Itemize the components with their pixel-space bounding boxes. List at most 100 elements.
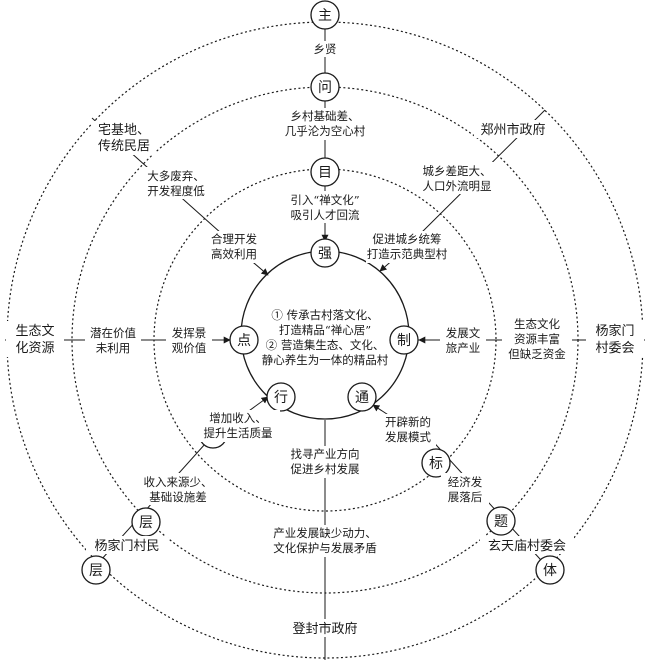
node-zhu-label: 主 xyxy=(318,8,332,24)
node-dian-label: 点 xyxy=(237,333,251,349)
label-urban-gap-2: 人口外流明显 xyxy=(423,179,492,193)
label-new-mode: 开辟新的 发展模式 xyxy=(380,414,436,446)
node-biao: 标 xyxy=(421,448,451,478)
label-homestead-1: 宅基地、 xyxy=(98,123,150,138)
label-landscape-1: 发挥景 xyxy=(172,326,207,340)
label-lack-power-1: 产业发展缺少动力、 xyxy=(273,526,377,540)
label-industry-dir: 找寻产业方向 促进乡村发展 xyxy=(279,446,371,478)
label-promote-urban-1: 促进城乡统筹 xyxy=(373,232,442,246)
node-ti2-label: 体 xyxy=(543,563,557,579)
label-homestead: 宅基地、 传统民居 xyxy=(92,121,156,155)
label-econ-lag-2: 展落后 xyxy=(448,490,483,504)
label-econ-lag-1: 经济发 xyxy=(448,475,483,489)
label-potential: 潜在价值 未利用 xyxy=(85,324,141,356)
label-yjm-committee-2: 村委会 xyxy=(595,341,634,356)
label-chan-culture-1: 引入“禅文化” xyxy=(290,193,359,207)
label-low-income-2: 基础设施差 xyxy=(149,490,207,504)
label-zhengzhou-text: 郑州市政府 xyxy=(480,122,545,138)
label-rational: 合理开发 高效利用 xyxy=(206,231,262,263)
node-zhi: 制 xyxy=(389,325,419,355)
label-urban-gap-1: 城乡差距大、 xyxy=(423,164,492,178)
label-develop-culture-2: 旅产业 xyxy=(446,341,481,355)
label-homestead-2: 传统民居 xyxy=(98,139,150,154)
label-xtm-committee: 玄天庙村委会 xyxy=(480,536,574,554)
label-income: 增加收入、 提升生活质量 xyxy=(196,410,280,442)
label-yjm-committee: 杨家门 村委会 xyxy=(586,321,644,357)
label-xtm-committee-text: 玄天庙村委会 xyxy=(488,539,566,554)
node-wen-label: 问 xyxy=(318,80,332,96)
node-zhu: 主 xyxy=(310,0,340,30)
label-center-4: 静心养生为一体的精品村 xyxy=(262,353,389,367)
label-landscape-2: 观价值 xyxy=(172,341,207,355)
label-eco-resource: 生态文 化资源 xyxy=(6,321,64,357)
label-center-2: 打造精品“禅心居” xyxy=(279,323,371,337)
label-new-mode-2: 发展模式 xyxy=(385,430,431,444)
node-ti: 题 xyxy=(486,506,516,536)
label-promote-urban: 促进城乡统筹 打造示范典型村 xyxy=(366,231,448,263)
label-eco-rich: 生态文化 资源丰富 但缺乏资金 xyxy=(502,315,572,361)
node-mu-label: 目 xyxy=(318,165,332,181)
node-ceng-mid: 层 xyxy=(131,507,161,537)
label-low-income: 收入来源少、 基础设施差 xyxy=(140,473,216,505)
label-income-1: 增加收入、 xyxy=(209,411,267,425)
node-biao-label: 标 xyxy=(429,456,443,472)
label-xiangxian-text: 乡贤 xyxy=(314,42,337,56)
label-urban-gap: 城乡差距大、 人口外流明显 xyxy=(418,162,496,194)
label-rational-1: 合理开发 xyxy=(211,232,257,246)
label-eco-resource-1: 生态文 xyxy=(15,324,54,339)
label-develop-culture: 发展文 旅产业 xyxy=(440,324,486,356)
node-xing-label: 行 xyxy=(274,390,288,406)
label-yjm-villagers: 杨家门村民 xyxy=(86,536,168,554)
label-abandoned-2: 开发程度低 xyxy=(147,184,205,198)
node-ti2: 体 xyxy=(535,555,565,585)
label-lack-power-2: 文化保护与发展矛盾 xyxy=(273,541,377,555)
node-dian: 点 xyxy=(229,325,259,355)
label-potential-2: 未利用 xyxy=(96,341,131,355)
label-center-goals: ① 传承古村落文化、 打造精品“禅心居” ② 营造集生态、文化、 静心养生为一体… xyxy=(262,308,389,367)
label-landscape: 发挥景 观价值 xyxy=(166,324,212,356)
node-qiang-label: 强 xyxy=(318,246,332,262)
label-center-3: ② 营造集生态、文化、 xyxy=(266,338,385,352)
label-lack-power: 产业发展缺少动力、 文化保护与发展矛盾 xyxy=(266,525,384,557)
label-center-1: ① 传承古村落文化、 xyxy=(271,308,378,322)
label-income-2: 提升生活质量 xyxy=(204,426,273,440)
node-tong: 通 xyxy=(347,382,377,412)
label-econ-lag: 经济发 展落后 xyxy=(441,473,489,505)
label-eco-rich-3: 但缺乏资金 xyxy=(508,347,566,361)
label-industry-dir-1: 找寻产业方向 xyxy=(291,447,360,461)
label-low-income-1: 收入来源少、 xyxy=(144,475,213,489)
node-wen: 问 xyxy=(310,72,340,102)
label-rural-weak: 乡村基础差、 几乎沦为空心村 xyxy=(277,108,373,140)
label-yjm-villagers-text: 杨家门村民 xyxy=(94,538,159,554)
label-yjm-committee-1: 杨家门 xyxy=(595,323,634,339)
label-dengfeng-text: 登封市政府 xyxy=(292,621,357,637)
node-qiang: 强 xyxy=(310,238,340,268)
label-rational-2: 高效利用 xyxy=(211,247,257,261)
label-xiangxian: 乡贤 xyxy=(308,41,342,57)
node-ti-label: 题 xyxy=(494,514,508,530)
label-chan-culture: 引入“禅文化” 吸引人才回流 xyxy=(281,191,369,223)
label-promote-urban-2: 打造示范典型村 xyxy=(367,247,448,261)
node-ceng-mid-label: 层 xyxy=(139,515,153,531)
label-eco-rich-1: 生态文化 xyxy=(514,317,560,331)
label-rural-weak-2: 几乎沦为空心村 xyxy=(285,124,366,138)
node-xing: 行 xyxy=(266,382,296,412)
node-zhi-label: 制 xyxy=(397,333,411,349)
label-rural-weak-1: 乡村基础差、 xyxy=(291,109,360,123)
label-abandoned-1: 大多废弃、 xyxy=(147,169,205,183)
node-mu: 目 xyxy=(310,157,340,187)
node-ceng-outer-label: 层 xyxy=(89,563,103,579)
label-eco-rich-2: 资源丰富 xyxy=(514,332,560,346)
label-zhengzhou: 郑州市政府 xyxy=(474,120,552,138)
node-tong-label: 通 xyxy=(355,390,369,406)
label-eco-resource-2: 化资源 xyxy=(15,341,54,356)
label-potential-1: 潜在价值 xyxy=(90,326,136,340)
label-chan-culture-2: 吸引人才回流 xyxy=(291,208,360,222)
label-dengfeng: 登封市政府 xyxy=(284,619,366,637)
label-new-mode-1: 开辟新的 xyxy=(385,415,431,429)
label-abandoned: 大多废弃、 开发程度低 xyxy=(142,167,210,199)
label-develop-culture-1: 发展文 xyxy=(446,326,481,340)
label-industry-dir-2: 促进乡村发展 xyxy=(291,462,360,476)
node-ceng-outer: 层 xyxy=(81,555,111,585)
